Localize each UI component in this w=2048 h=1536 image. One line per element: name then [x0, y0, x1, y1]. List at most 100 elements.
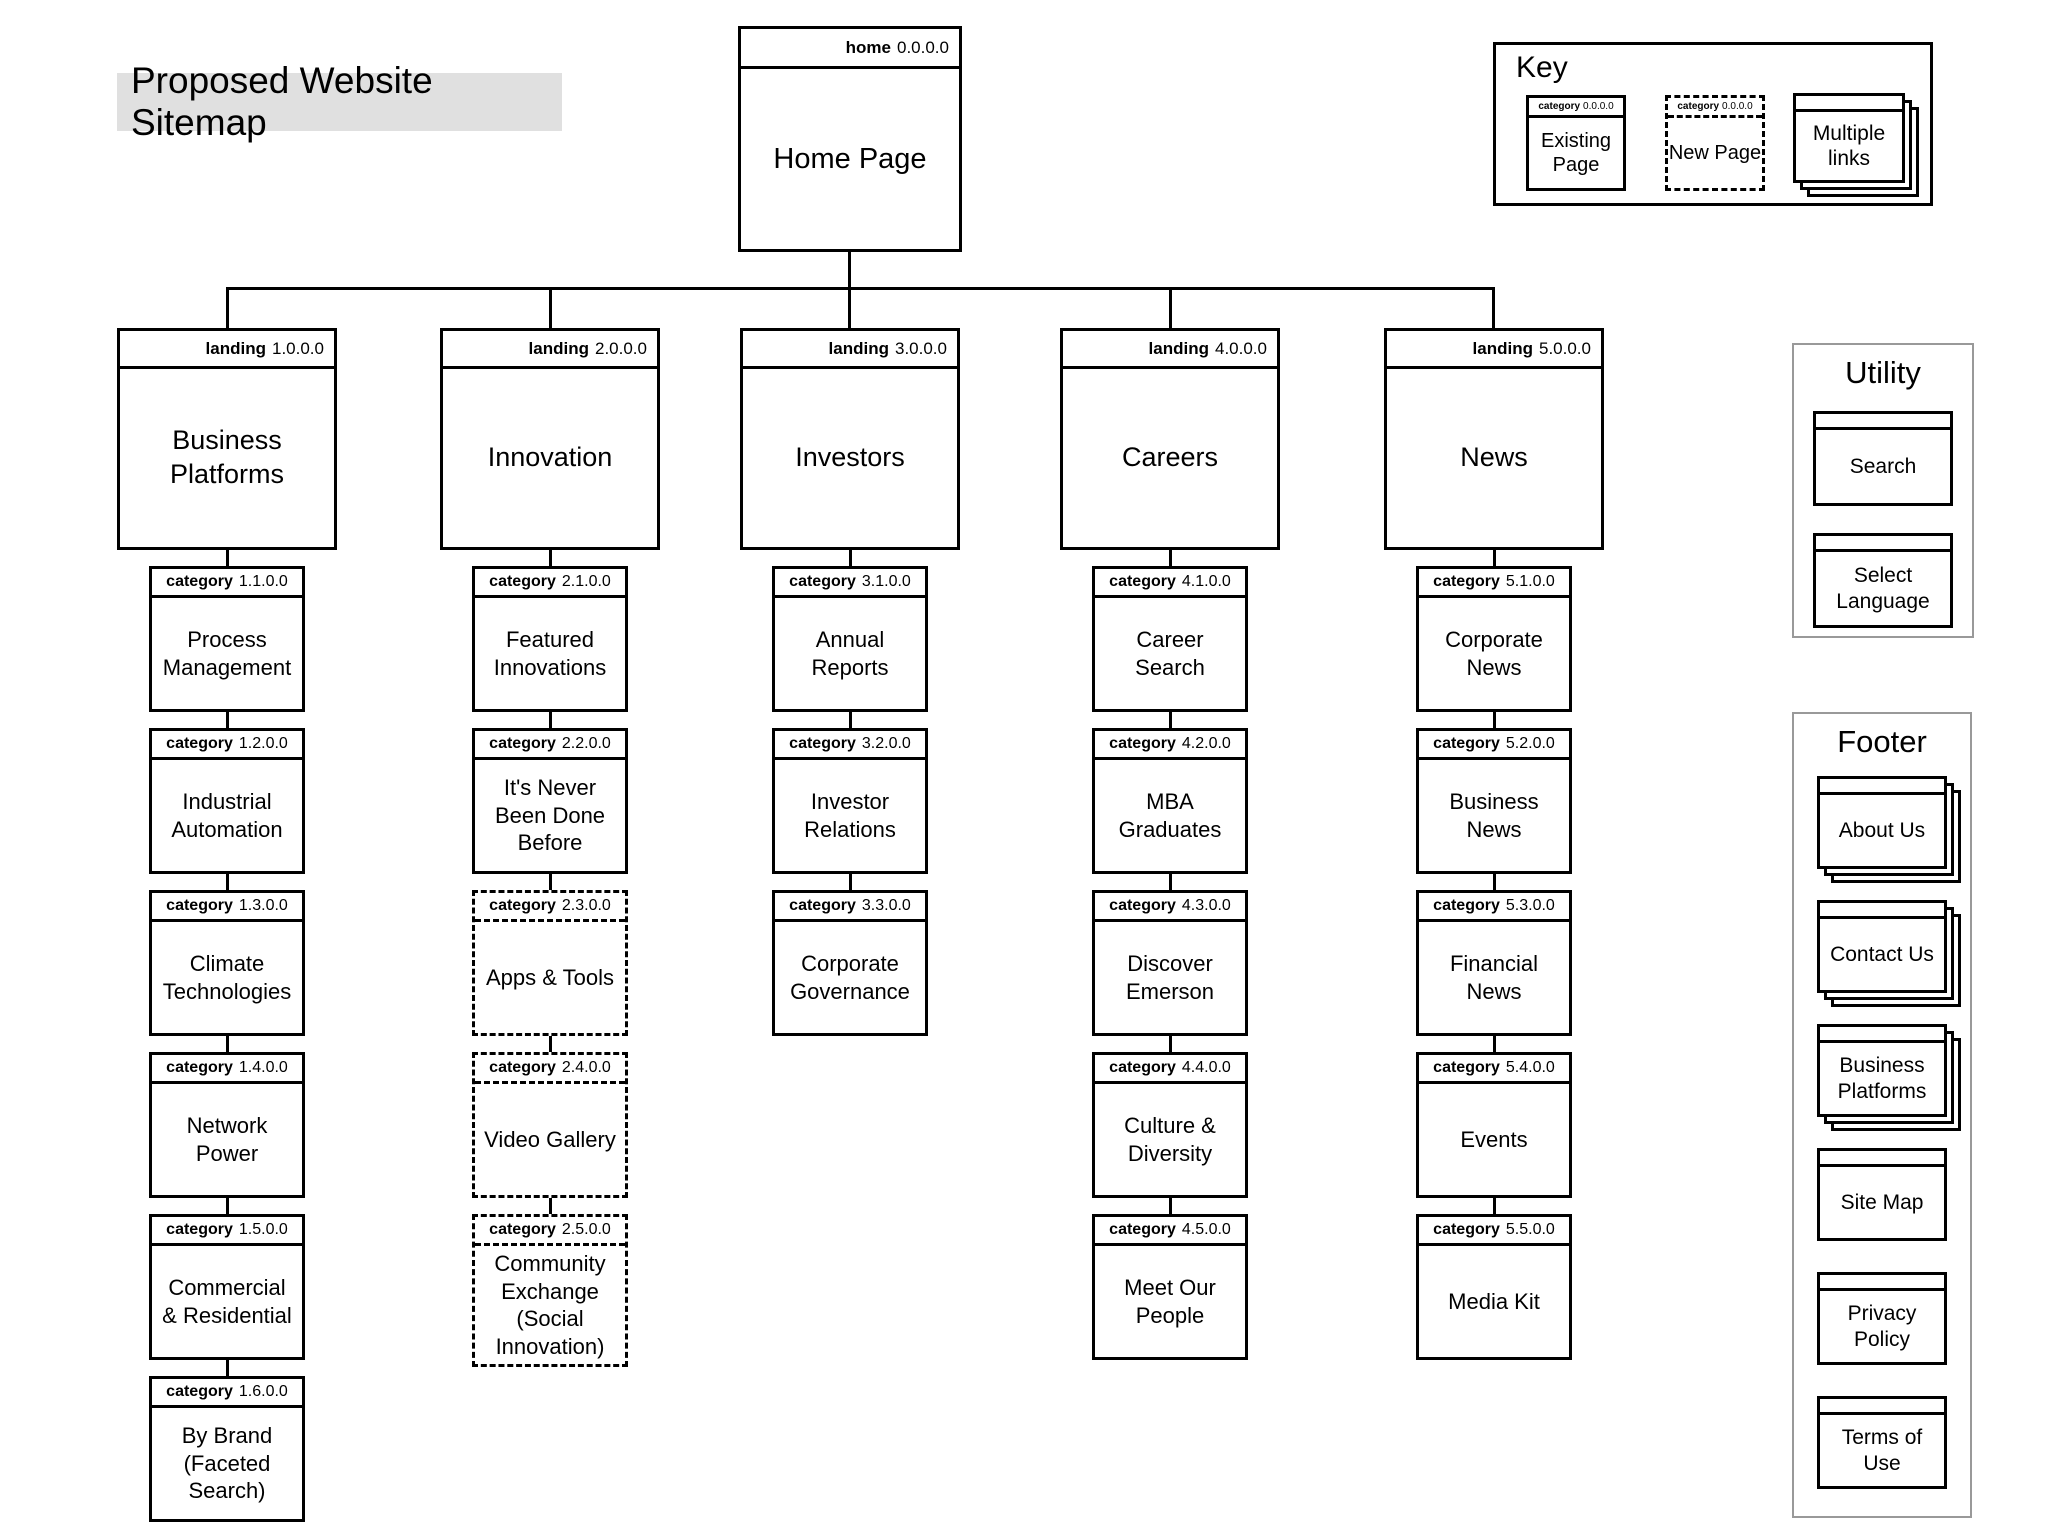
stack-page-box: About Us	[1817, 776, 1947, 869]
connector-line	[225, 1198, 229, 1214]
utility-title: Utility	[1845, 355, 1921, 390]
stack-page-box: Multiple links	[1793, 93, 1905, 183]
column-investors: landing 3.0.0.0 Investors category 3.1.0…	[740, 328, 960, 1036]
category-box-2.5.0.0: category 2.5.0.0 Community Exchange (Soc…	[472, 1214, 628, 1367]
category-box-label: Apps & Tools	[485, 964, 614, 990]
connector-line	[1168, 874, 1172, 890]
category-box-1.4.0.0: category 1.4.0.0 Network Power	[149, 1052, 305, 1198]
landing-id: 5.0.0.0	[1539, 338, 1591, 358]
page-box-header	[1820, 903, 1944, 919]
category-box-label: Community Exchange (Social Innovation)	[494, 1251, 606, 1359]
utility-panel: Utility Search Select Language	[1792, 343, 1974, 638]
footer-panel: Footer About Us Contact Us Business Plat…	[1792, 712, 1972, 1518]
category-box-header: category 5.5.0.0	[1419, 1217, 1569, 1246]
category-id: 5.1.0.0	[1505, 573, 1555, 590]
home-box-label: Home Page	[773, 142, 927, 175]
category-box-header: category 5.4.0.0	[1419, 1055, 1569, 1084]
page-box-header	[1820, 1151, 1944, 1167]
category-id: 1.3.0.0	[238, 897, 288, 914]
category-type-label: category	[789, 573, 856, 590]
category-id: 4.2.0.0	[1181, 735, 1231, 752]
category-box-label: Financial News	[1449, 951, 1539, 1004]
connector-line	[225, 712, 229, 728]
category-box-1.6.0.0: category 1.6.0.0 By Brand (Faceted Searc…	[149, 1376, 305, 1522]
category-type-label: category	[1433, 1059, 1500, 1076]
landing-box-label: Innovation	[487, 442, 613, 473]
landing-box-header: landing 3.0.0.0	[743, 331, 957, 369]
category-type-label: category	[789, 897, 856, 914]
connector-drop	[549, 287, 552, 330]
category-box-header: category 1.2.0.0	[152, 731, 302, 760]
landing-box-label: Business Platforms	[169, 425, 285, 489]
category-box-label: Events	[1460, 1126, 1528, 1152]
category-box-header: category 1.4.0.0	[152, 1055, 302, 1084]
key-box-header: category 0.0.0.0	[1529, 98, 1623, 118]
column-business-platforms: landing 1.0.0.0 Business Platforms categ…	[117, 328, 337, 1522]
category-type-label: category	[166, 897, 233, 914]
category-box-header: category 1.5.0.0	[152, 1217, 302, 1246]
page-box-header	[1820, 779, 1944, 795]
key-multiple-links-label: Multiple links	[1812, 121, 1886, 170]
category-id: 1.1.0.0	[238, 573, 288, 590]
category-type-label: category	[1109, 1059, 1176, 1076]
footer-item-privacy-policy: Privacy Policy	[1817, 1272, 1947, 1365]
landing-box-header: landing 2.0.0.0	[443, 331, 657, 369]
key-existing-page-label: Existing Page	[1540, 130, 1612, 176]
category-type-label: category	[1433, 735, 1500, 752]
category-box-header: category 4.3.0.0	[1095, 893, 1245, 922]
category-box-header: category 5.1.0.0	[1419, 569, 1569, 598]
category-box-1.2.0.0: category 1.2.0.0 Industrial Automation	[149, 728, 305, 874]
stack-page-box: Contact Us	[1817, 900, 1947, 993]
landing-type-label: landing	[528, 338, 589, 358]
connector-line	[548, 712, 552, 728]
connector-line	[548, 874, 552, 890]
home-page-box: home 0.0.0.0 Home Page	[738, 26, 962, 252]
category-box-2.2.0.0: category 2.2.0.0 It's Never Been Done Be…	[472, 728, 628, 874]
connector-line	[1492, 550, 1496, 566]
connector-line	[225, 550, 229, 566]
landing-id: 1.0.0.0	[272, 338, 324, 358]
category-box-label: Commercial & Residential	[162, 1275, 292, 1328]
category-box-header: category 4.2.0.0	[1095, 731, 1245, 760]
category-box-4.5.0.0: category 4.5.0.0 Meet Our People	[1092, 1214, 1248, 1360]
connector-line	[1492, 1036, 1496, 1052]
column-careers: landing 4.0.0.0 Careers category 4.1.0.0…	[1060, 328, 1280, 1360]
category-box-label: Career Search	[1135, 627, 1205, 680]
connector-bus	[226, 287, 1495, 290]
category-box-header: category 4.5.0.0	[1095, 1217, 1245, 1246]
page-box-header	[1820, 1275, 1944, 1291]
category-box-1.5.0.0: category 1.5.0.0 Commercial & Residentia…	[149, 1214, 305, 1360]
page-box-header	[1816, 536, 1950, 552]
category-type-label: category	[1109, 897, 1176, 914]
category-type-label: category	[1109, 1221, 1176, 1238]
category-box-label: Network Power	[186, 1113, 268, 1166]
connector-line	[1168, 1198, 1172, 1214]
landing-box-business-platforms: landing 1.0.0.0 Business Platforms	[117, 328, 337, 550]
connector-line	[848, 874, 852, 890]
category-id: 5.4.0.0	[1505, 1059, 1555, 1076]
connector-line	[1168, 712, 1172, 728]
key-multiple-links: Multiple links	[1793, 93, 1919, 197]
landing-box-header: landing 1.0.0.0	[120, 331, 334, 369]
category-type-label: category	[489, 1221, 556, 1238]
page-box-header	[1820, 1027, 1944, 1043]
category-box-label: Business News	[1449, 789, 1539, 842]
connector-line	[225, 1360, 229, 1376]
page-title: Proposed Website Sitemap	[117, 60, 562, 143]
category-id: 5.2.0.0	[1505, 735, 1555, 752]
category-type-label: category	[166, 1383, 233, 1400]
category-type-label: category	[1109, 735, 1176, 752]
category-box-label: Media Kit	[1448, 1288, 1540, 1314]
category-box-label: MBA Graduates	[1118, 789, 1222, 842]
category-id: 4.3.0.0	[1181, 897, 1231, 914]
connector-line	[1168, 550, 1172, 566]
category-id: 2.2.0.0	[561, 735, 611, 752]
footer-title: Footer	[1837, 724, 1927, 759]
category-box-5.4.0.0: category 5.4.0.0 Events	[1416, 1052, 1572, 1198]
category-type-label: category	[489, 1059, 556, 1076]
category-box-header: category 3.2.0.0	[775, 731, 925, 760]
connector-drop	[1169, 287, 1172, 330]
category-box-1.1.0.0: category 1.1.0.0 Process Management	[149, 566, 305, 712]
category-box-label: By Brand (Faceted Search)	[181, 1423, 273, 1504]
category-type-label: category	[1109, 573, 1176, 590]
